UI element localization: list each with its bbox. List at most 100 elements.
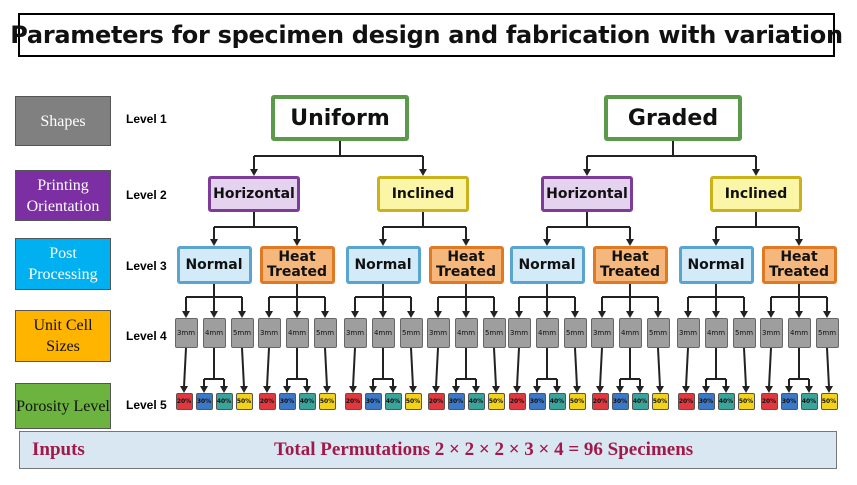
arrow-head <box>283 386 291 393</box>
cell-size-node-5mm: 5mm <box>815 318 839 348</box>
porosity-node-20pct: 20% <box>508 393 526 410</box>
arrow-head <box>293 311 301 318</box>
arrow-head <box>515 311 523 318</box>
arrow-head <box>752 169 760 176</box>
connector-line <box>183 347 187 388</box>
row-label-3: Post Processing <box>15 238 111 290</box>
arrow-head <box>303 386 311 393</box>
arrow-head <box>533 386 541 393</box>
porosity-node-50pct: 50% <box>487 393 505 410</box>
processing-node-normal: Normal <box>509 246 585 284</box>
arrow-head <box>823 311 831 318</box>
diagram-title: Parameters for specimen design and fabri… <box>10 13 843 57</box>
arrow-head <box>543 239 551 246</box>
arrow-head <box>712 311 720 318</box>
cell-size-node-3mm: 3mm <box>590 318 614 348</box>
arrow-head <box>543 311 551 318</box>
cell-size-node-5mm: 5mm <box>230 318 254 348</box>
connector-line <box>743 347 747 388</box>
porosity-node-50pct: 50% <box>651 393 669 410</box>
cell-size-node-3mm: 3mm <box>507 318 531 348</box>
porosity-node-50pct: 50% <box>737 393 755 410</box>
porosity-node-50pct: 50% <box>318 393 336 410</box>
porosity-node-30pct: 30% <box>195 393 213 410</box>
arrow-head <box>240 386 248 393</box>
arrow-head <box>636 386 644 393</box>
processing-node-heat-treated: Heat Treated <box>592 246 668 284</box>
orientation-node-inclined: Inclined <box>710 176 802 212</box>
connector-line <box>410 347 414 388</box>
processing-node-normal: Normal <box>345 246 421 284</box>
connector-line <box>599 347 603 388</box>
arrow-head <box>263 386 271 393</box>
connector-line <box>657 347 661 388</box>
arrow-head <box>210 311 218 318</box>
footer-bar: Inputs Total Permutations 2 × 2 × 2 × 3 … <box>19 431 837 469</box>
arrow-head <box>452 386 460 393</box>
arrow-head <box>553 386 561 393</box>
cell-size-node-4mm: 4mm <box>454 318 478 348</box>
arrow-head <box>200 386 208 393</box>
porosity-node-20pct: 20% <box>175 393 193 410</box>
cell-size-node-3mm: 3mm <box>257 318 281 348</box>
cell-size-node-5mm: 5mm <box>563 318 587 348</box>
connector-line <box>768 347 772 388</box>
arrow-head <box>462 239 470 246</box>
connector-line <box>493 347 497 388</box>
cell-size-node-4mm: 4mm <box>371 318 395 348</box>
cell-size-node-4mm: 4mm <box>285 318 309 348</box>
porosity-node-50pct: 50% <box>568 393 586 410</box>
arrow-head <box>598 311 606 318</box>
arrow-head <box>349 386 357 393</box>
arrow-head <box>492 386 500 393</box>
porosity-node-40pct: 40% <box>717 393 735 410</box>
cell-size-node-4mm: 4mm <box>787 318 811 348</box>
porosity-node-20pct: 20% <box>258 393 276 410</box>
arrow-head <box>571 311 579 318</box>
arrow-head <box>682 386 690 393</box>
porosity-node-30pct: 30% <box>528 393 546 410</box>
arrow-head <box>389 386 397 393</box>
row-label-5: Porosity Level <box>15 383 111 429</box>
arrow-head <box>722 386 730 393</box>
level-tag-3: Level 3 <box>126 259 167 273</box>
arrow-head <box>379 311 387 318</box>
processing-node-heat-treated: Heat Treated <box>761 246 837 284</box>
porosity-node-20pct: 20% <box>760 393 778 410</box>
porosity-node-20pct: 20% <box>677 393 695 410</box>
arrow-head <box>351 311 359 318</box>
arrow-head <box>767 311 775 318</box>
arrow-head <box>293 239 301 246</box>
arrow-head <box>238 311 246 318</box>
arrow-head <box>490 311 498 318</box>
arrow-head <box>573 386 581 393</box>
arrow-head <box>220 386 228 393</box>
shape-node-uniform: Uniform <box>271 95 409 141</box>
arrow-head <box>795 239 803 246</box>
arrow-head <box>684 311 692 318</box>
porosity-node-40pct: 40% <box>800 393 818 410</box>
arrow-head <box>712 239 720 246</box>
cell-size-node-4mm: 4mm <box>618 318 642 348</box>
arrow-head <box>654 311 662 318</box>
arrow-head <box>583 169 591 176</box>
cell-size-node-5mm: 5mm <box>732 318 756 348</box>
connector-line <box>516 347 520 388</box>
porosity-node-40pct: 40% <box>631 393 649 410</box>
connector-line <box>352 347 356 388</box>
row-label-4: Unit Cell Sizes <box>15 310 111 362</box>
porosity-node-30pct: 30% <box>611 393 629 410</box>
cell-size-node-4mm: 4mm <box>202 318 226 348</box>
arrow-head <box>369 386 377 393</box>
level-tag-2: Level 2 <box>126 188 167 202</box>
connector-line <box>266 347 270 388</box>
orientation-node-inclined: Inclined <box>377 176 469 212</box>
processing-node-heat-treated: Heat Treated <box>428 246 504 284</box>
porosity-node-40pct: 40% <box>548 393 566 410</box>
arrow-head <box>419 169 427 176</box>
connector-line <box>241 347 245 388</box>
cell-size-node-3mm: 3mm <box>343 318 367 348</box>
row-label-2: Printing Orientation <box>15 170 111 221</box>
cell-size-node-3mm: 3mm <box>426 318 450 348</box>
